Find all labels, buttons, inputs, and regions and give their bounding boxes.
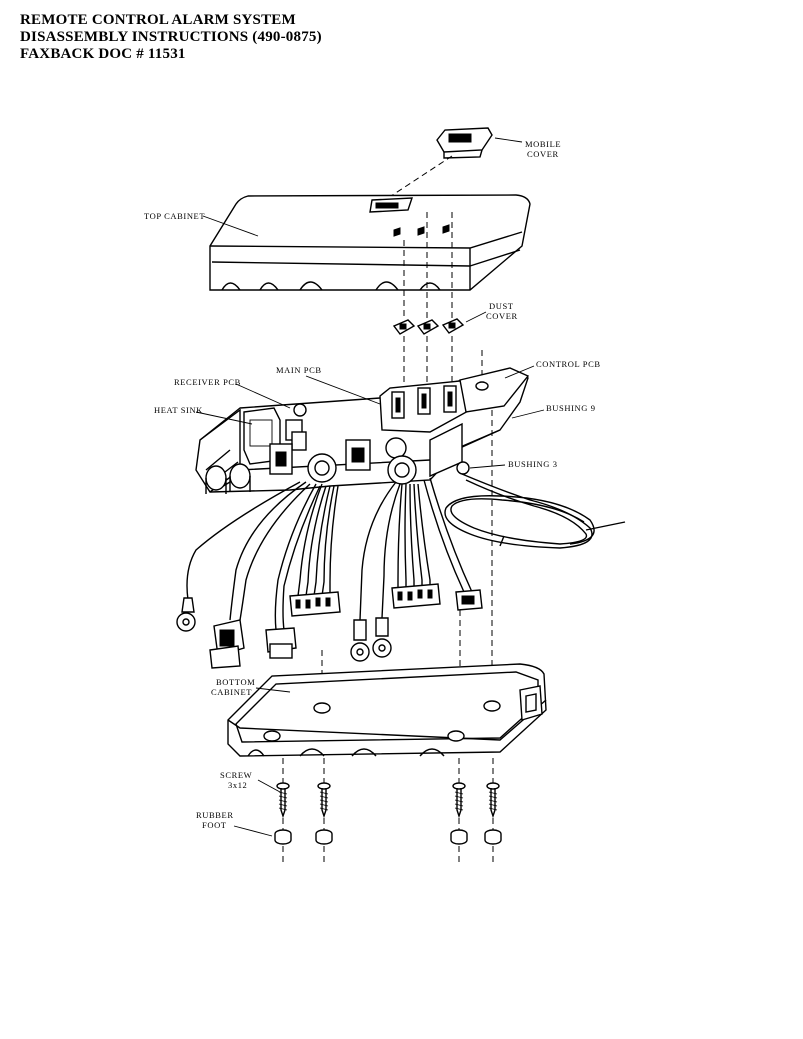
mobile-cover-part (436, 127, 493, 159)
screw-parts (276, 782, 500, 819)
label-bushing-3: BUSHING 3 (508, 459, 558, 469)
label-main-pcb: MAIN PCB (276, 365, 322, 375)
dust-cover-part (392, 318, 465, 335)
label-dust-cover-1: DUST (489, 301, 514, 311)
label-bottom-cabinet-1: BOTTOM (216, 677, 255, 687)
rubber-foot-parts (274, 829, 502, 845)
main-pcb-assembly (195, 367, 530, 494)
label-dust-cover-2: COVER (486, 311, 518, 321)
document-header: REMOTE CONTROL ALARM SYSTEM DISASSEMBLY … (20, 12, 322, 63)
power-cord-part (444, 473, 626, 549)
header-doc-number: FAXBACK DOC # 11531 (20, 46, 186, 62)
label-mobile-cover-1: MOBILE (525, 139, 561, 149)
wire-harness (176, 477, 483, 669)
label-screw-1: SCREW (220, 770, 252, 780)
label-top-cabinet: TOP CABINET (144, 211, 205, 221)
label-receiver-pcb: RECEIVER PCB (174, 377, 241, 387)
label-mobile-cover-2: COVER (527, 149, 559, 159)
header-title: REMOTE CONTROL ALARM SYSTEM (20, 12, 296, 28)
label-rubber-foot-2: FOOT (202, 820, 227, 830)
label-heat-sink: HEAT SINK (154, 405, 203, 415)
header-subtitle: DISASSEMBLY INSTRUCTIONS (490-0875) (20, 29, 322, 45)
label-control-pcb: CONTROL PCB (536, 359, 601, 369)
label-screw-2: 3x12 (228, 780, 247, 790)
label-rubber-foot-1: RUBBER (196, 810, 234, 820)
label-bushing-9: BUSHING 9 (546, 403, 596, 413)
label-bottom-cabinet-2: CABINET (211, 687, 252, 697)
bottom-cabinet-part (227, 663, 547, 757)
top-cabinet-part (209, 194, 531, 291)
